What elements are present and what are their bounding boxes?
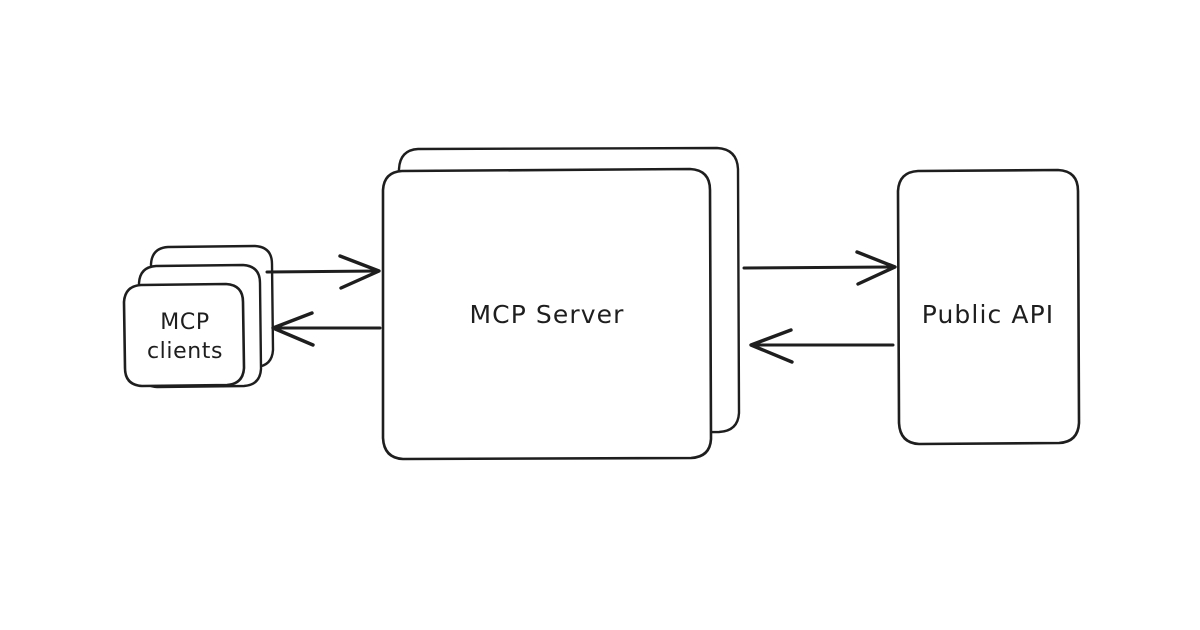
- node-public-api[interactable]: Public API: [896, 168, 1081, 446]
- edge-server-to-clients-arrowhead: [271, 311, 315, 347]
- mcp-clients-label-line1: MCP: [160, 310, 209, 335]
- mcp-server-card-front: [381, 167, 713, 461]
- edge-server-to-clients[interactable]: [271, 311, 382, 347]
- node-mcp-server[interactable]: MCP Server: [381, 146, 741, 461]
- edge-server-to-api-arrowhead: [855, 250, 897, 286]
- public-api-label: Public API: [922, 300, 1054, 329]
- edge-server-to-api[interactable]: [742, 250, 897, 286]
- edge-clients-to-server-arrowhead: [338, 254, 381, 290]
- mcp-server-label: MCP Server: [469, 300, 624, 329]
- edge-clients-to-server[interactable]: [265, 254, 381, 290]
- public-api-card: [896, 168, 1081, 446]
- edge-api-to-server-arrowhead: [749, 328, 794, 364]
- edge-server-to-api-line: [742, 265, 896, 270]
- mcp-clients-card-front: [122, 282, 246, 388]
- edge-clients-to-server-line: [265, 269, 380, 274]
- mcp-clients-label-line2: clients: [147, 339, 223, 364]
- node-mcp-clients[interactable]: MCP clients: [122, 244, 275, 389]
- edge-api-to-server[interactable]: [749, 328, 895, 364]
